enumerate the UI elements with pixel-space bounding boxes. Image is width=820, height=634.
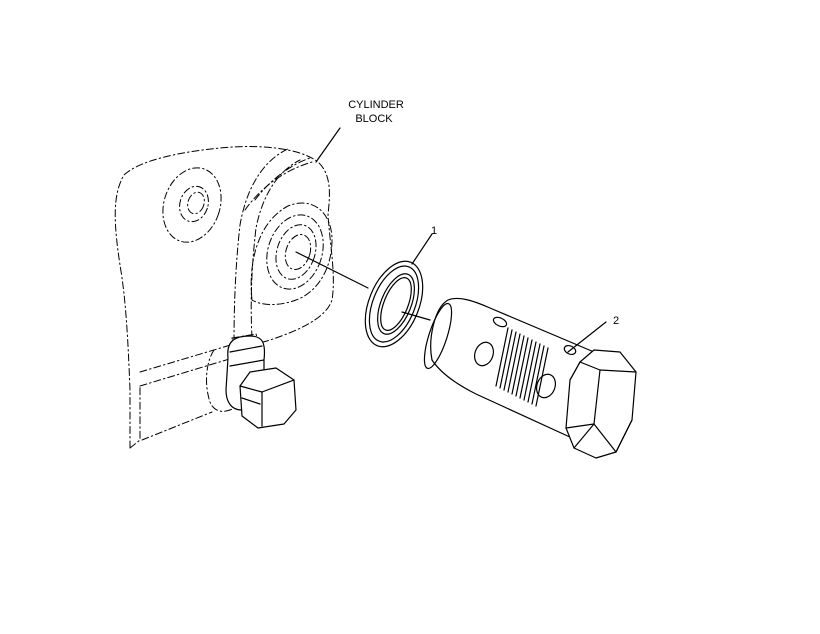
banjo-bolt-part-2 [423, 297, 637, 459]
assembly-centerline [295, 251, 431, 321]
cylinder-block [114, 146, 334, 449]
leader-lines [315, 127, 607, 353]
leader-part-1 [411, 233, 433, 265]
washer-part-1 [364, 260, 424, 348]
label-cylinder: CYLINDER [348, 99, 404, 111]
leader-cylinder-block [315, 127, 341, 163]
callout-1: 1 [431, 225, 437, 237]
callout-2: 2 [613, 315, 619, 327]
oil-line-tube [231, 147, 301, 357]
leader-part-2 [567, 321, 607, 353]
label-block: BLOCK [355, 113, 393, 125]
small-bolt-head [239, 367, 297, 429]
